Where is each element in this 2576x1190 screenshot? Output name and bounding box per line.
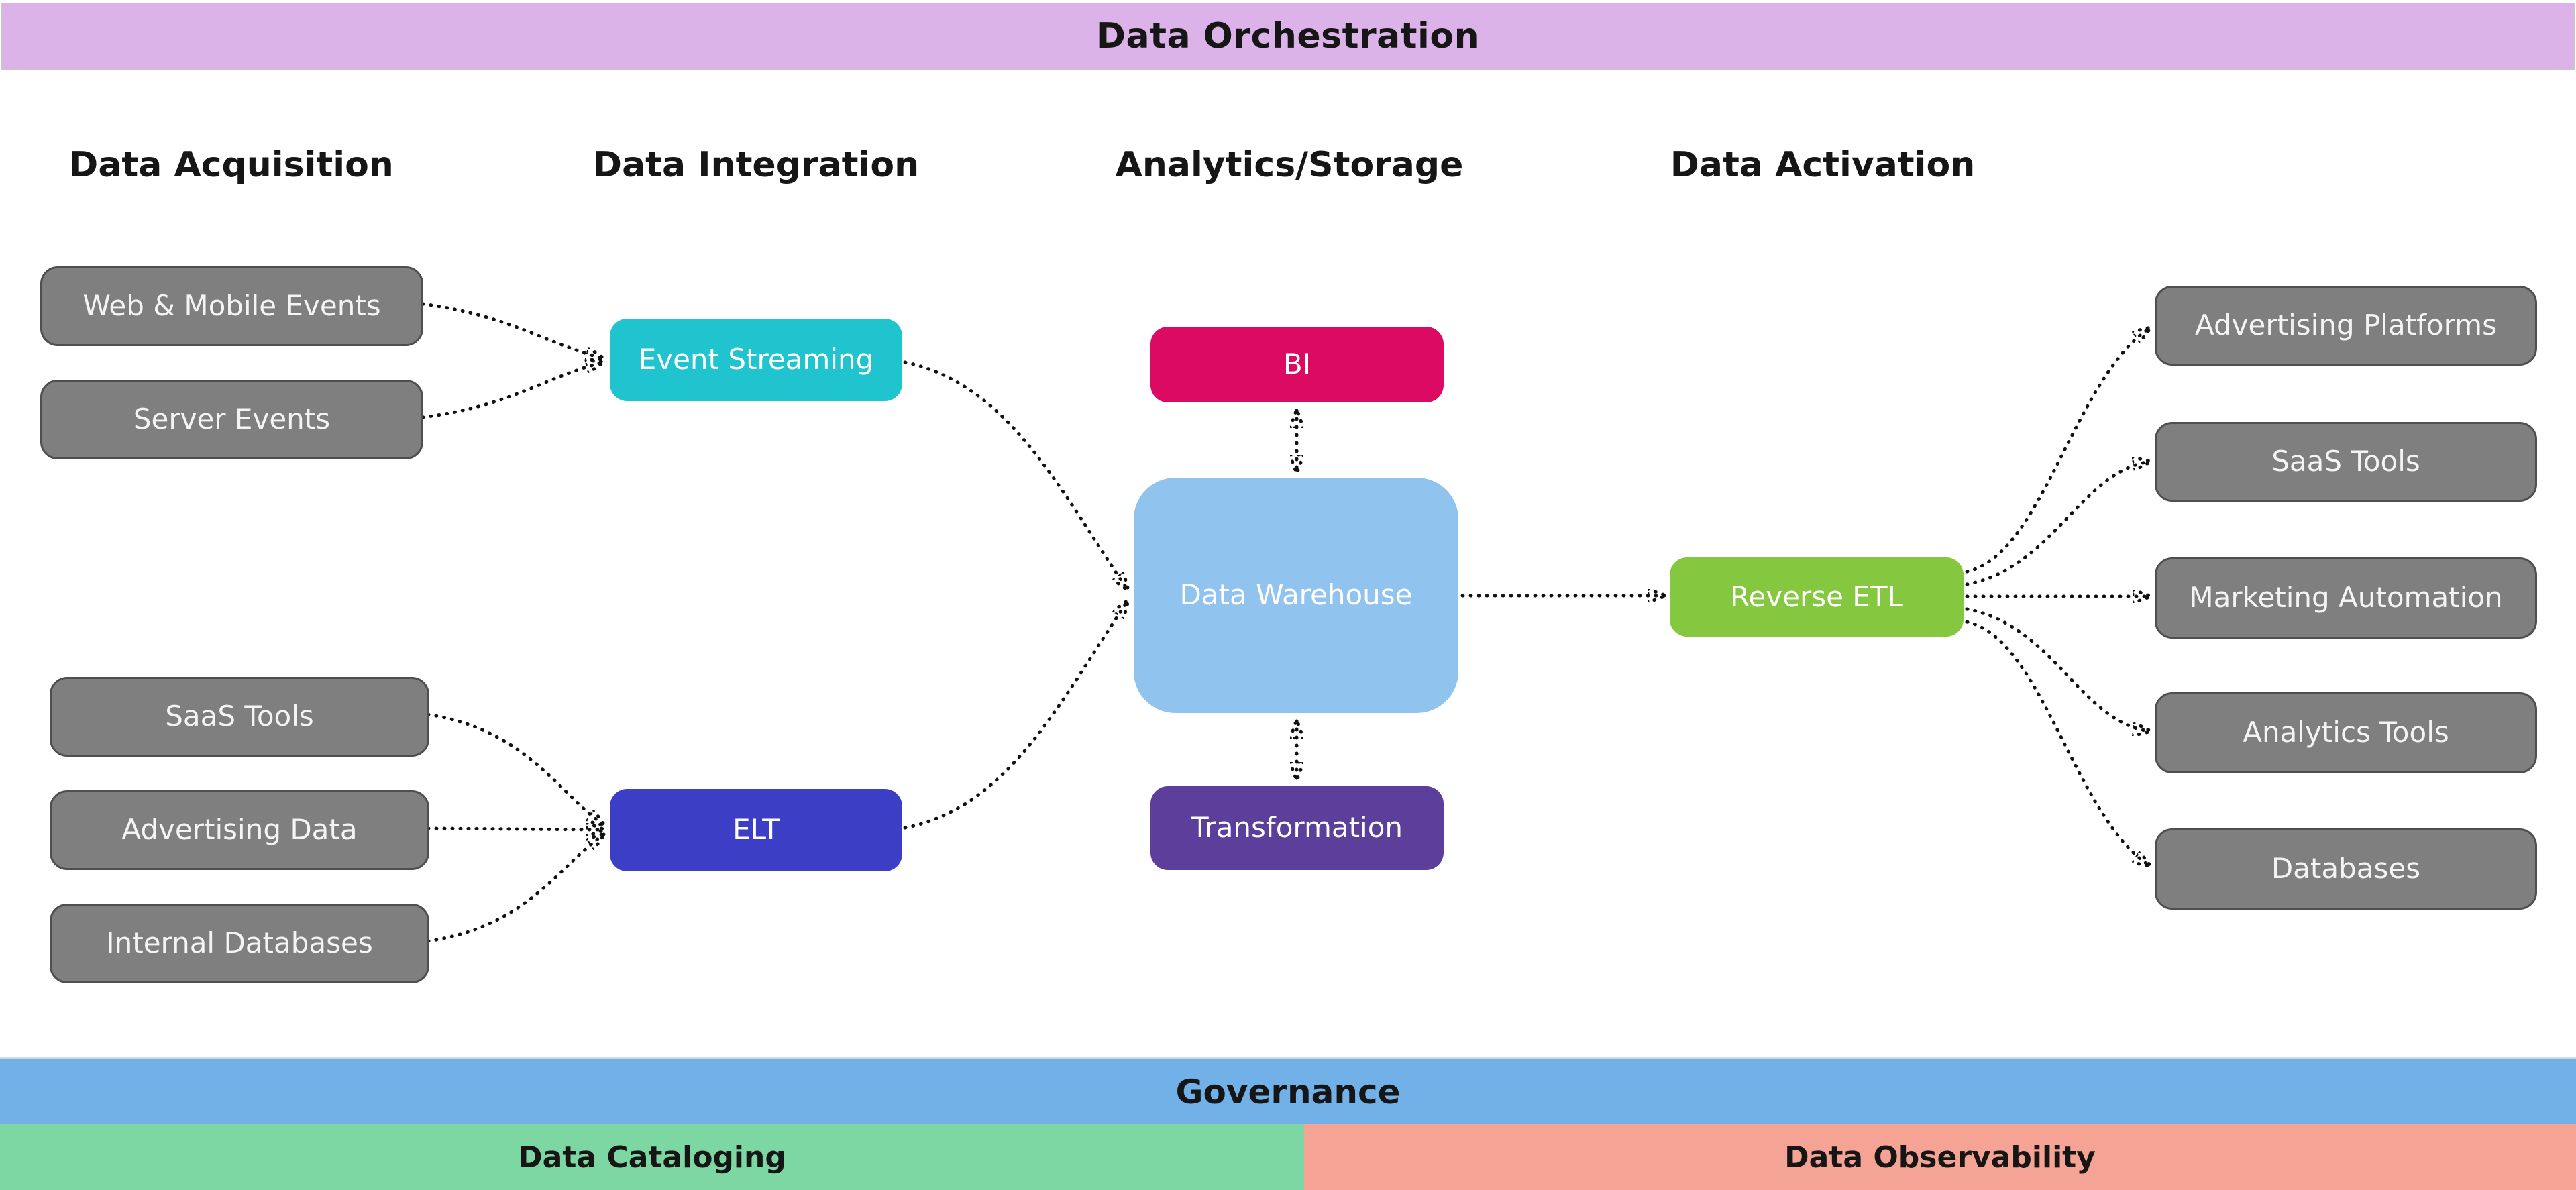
edge-internal-databases-to-elt <box>426 834 604 943</box>
node-analytics-tools: Analytics Tools <box>2155 692 2537 773</box>
node-transformation: Transformation <box>1150 786 1444 870</box>
edge-advertising-data-to-elt <box>426 828 604 830</box>
column-header-data-acquisition: Data Acquisition <box>69 145 394 185</box>
banner-data-orchestration-label: Data Orchestration <box>1096 16 1480 56</box>
column-header-data-activation: Data Activation <box>1670 145 1976 185</box>
band-governance: Governance <box>0 1057 2576 1126</box>
column-header-analytics-storage: Analytics/Storage <box>1115 145 1464 185</box>
column-header-data-integration: Data Integration <box>592 145 920 185</box>
node-databases: Databases <box>2155 828 2537 910</box>
edge-reverse-etl-to-analytics-tools <box>1965 607 2150 731</box>
edge-event-streaming-to-data-warehouse <box>903 360 1128 590</box>
edge-reverse-etl-to-databases <box>1965 620 2150 866</box>
node-event-streaming: Event Streaming <box>610 319 902 401</box>
edge-reverse-etl-to-saas-tools <box>1965 462 2150 586</box>
node-elt: ELT <box>610 789 902 871</box>
node-web-mobile-events: Web & Mobile Events <box>40 266 423 346</box>
edge-saas-tools-to-elt <box>426 712 604 825</box>
node-marketing-automation: Marketing Automation <box>2155 557 2537 639</box>
node-reverse-etl: Reverse ETL <box>1670 557 1964 637</box>
node-advertising-data: Advertising Data <box>50 790 429 870</box>
node-bi: BI <box>1150 327 1444 402</box>
banner-data-orchestration: Data Orchestration <box>1 3 2575 70</box>
node-saas-tools-dest: SaaS Tools <box>2155 422 2537 502</box>
edge-reverse-etl-to-advertising-platforms <box>1965 328 2150 574</box>
node-saas-tools-source: SaaS Tools <box>50 677 429 757</box>
node-advertising-platforms: Advertising Platforms <box>2155 286 2537 366</box>
node-data-warehouse: Data Warehouse <box>1134 478 1458 713</box>
edge-server-events-to-event-streaming <box>421 362 603 419</box>
band-data-observability: Data Observability <box>1304 1124 2576 1190</box>
band-data-cataloging: Data Cataloging <box>0 1124 1304 1190</box>
edge-web-mobile-events-to-event-streaming <box>421 302 603 358</box>
edge-elt-to-data-warehouse <box>903 601 1128 830</box>
node-internal-databases: Internal Databases <box>50 904 429 983</box>
node-server-events: Server Events <box>40 380 423 459</box>
